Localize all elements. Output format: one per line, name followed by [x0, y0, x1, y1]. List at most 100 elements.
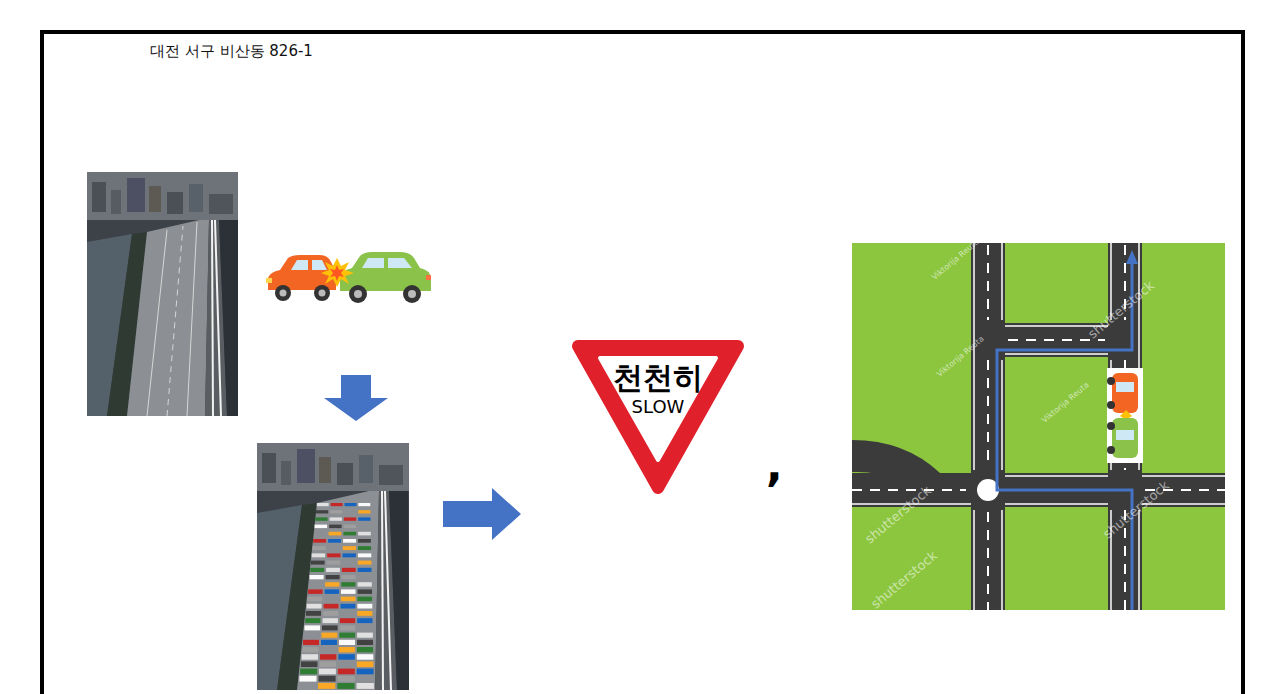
traffic-car: [330, 510, 342, 513]
traffic-car: [358, 553, 371, 557]
traffic-car: [305, 618, 320, 623]
crashed-cars: [1107, 373, 1138, 458]
traffic-car: [341, 582, 355, 586]
traffic-car: [325, 582, 339, 586]
traffic-car: [322, 633, 338, 638]
traffic-car: [310, 568, 324, 572]
traffic-car: [326, 575, 340, 579]
traffic-car: [326, 568, 340, 572]
traffic-car: [329, 525, 342, 529]
traffic-car: [358, 517, 370, 520]
traffic-car: [338, 676, 355, 682]
comma-mark: ,: [766, 440, 783, 491]
route-map: [852, 243, 1225, 610]
traffic-car: [340, 625, 356, 630]
traffic-car: [338, 654, 354, 660]
traffic-car: [312, 553, 325, 557]
traffic-car: [327, 553, 340, 557]
traffic-car: [358, 510, 370, 513]
traffic-car: [317, 503, 329, 506]
traffic-car: [357, 611, 372, 616]
traffic-car: [345, 503, 357, 506]
traffic-car: [307, 597, 322, 602]
traffic-car: [339, 633, 355, 638]
traffic-car: [313, 539, 326, 543]
traffic-car: [358, 532, 371, 536]
traffic-car: [339, 647, 355, 652]
traffic-car: [324, 604, 339, 609]
traffic-car: [341, 604, 356, 609]
traffic-car: [343, 532, 356, 536]
traffic-car: [344, 517, 356, 520]
traffic-car: [316, 510, 328, 513]
traffic-car: [343, 539, 356, 543]
traffic-car: [322, 625, 338, 630]
traffic-car: [302, 654, 318, 660]
traffic-car: [303, 640, 319, 645]
traffic-car: [357, 661, 374, 667]
traffic-car: [357, 633, 373, 638]
traffic-car: [357, 604, 372, 609]
right-arrow: [443, 488, 521, 540]
traffic-car: [319, 669, 336, 675]
traffic-jam-photo: [257, 443, 409, 690]
traffic-car: [321, 640, 337, 645]
traffic-car: [358, 582, 372, 586]
traffic-car: [323, 618, 338, 623]
car-crash-icon: [266, 252, 431, 303]
traffic-car: [339, 640, 355, 645]
traffic-car: [311, 561, 325, 565]
traffic-car: [301, 661, 318, 667]
traffic-car: [299, 676, 316, 682]
traffic-car: [330, 517, 342, 520]
traffic-car: [357, 683, 374, 689]
down-arrow: [324, 375, 388, 421]
yield-sign: 천천히SLOW: [570, 338, 746, 496]
traffic-car: [320, 661, 337, 667]
traffic-car: [323, 611, 338, 616]
traffic-cars: [299, 503, 374, 689]
traffic-car: [337, 683, 354, 689]
traffic-car: [357, 654, 373, 660]
traffic-car: [327, 561, 341, 565]
sign-subtext: SLOW: [570, 396, 746, 418]
traffic-car: [315, 517, 327, 520]
sign-text-group: 천천히SLOW: [570, 360, 746, 418]
sign-text: 천천히: [570, 360, 746, 396]
traffic-car: [328, 539, 341, 543]
traffic-car: [358, 546, 371, 550]
traffic-car: [310, 575, 324, 579]
traffic-car: [306, 611, 321, 616]
highway-photo: [87, 172, 238, 416]
traffic-car: [343, 553, 356, 557]
traffic-car: [308, 589, 323, 594]
traffic-car: [344, 525, 357, 529]
traffic-car: [318, 683, 335, 689]
traffic-car: [331, 503, 343, 506]
traffic-car: [357, 647, 373, 652]
traffic-car: [302, 647, 318, 652]
traffic-car: [320, 654, 336, 660]
traffic-car: [341, 597, 356, 602]
traffic-car: [357, 669, 374, 675]
traffic-car: [357, 618, 372, 623]
traffic-car: [358, 589, 373, 594]
location-title: 대전 서구 비산동 826-1: [150, 42, 313, 61]
traffic-car: [313, 546, 326, 550]
traffic-car: [305, 625, 321, 630]
traffic-car: [342, 568, 356, 572]
traffic-car: [338, 669, 355, 675]
traffic-car: [319, 676, 336, 682]
traffic-car: [307, 604, 322, 609]
traffic-car: [357, 640, 373, 645]
traffic-car: [358, 539, 371, 543]
traffic-car: [343, 546, 356, 550]
traffic-car: [300, 669, 317, 675]
traffic-car: [341, 589, 356, 594]
traffic-car: [342, 575, 356, 579]
traffic-car: [358, 568, 372, 572]
traffic-car: [315, 525, 328, 529]
traffic-car: [325, 589, 340, 594]
traffic-car: [358, 561, 372, 565]
